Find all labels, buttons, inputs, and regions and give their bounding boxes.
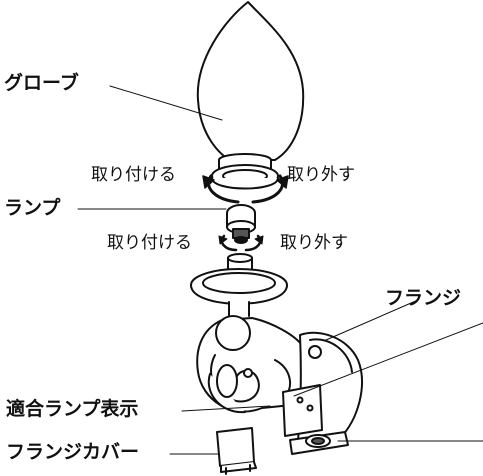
- lamp-label: ランプ: [4, 197, 61, 219]
- rotation-arrows-bottom: [218, 234, 264, 252]
- flange-cover-label: フランジカバー: [6, 441, 140, 463]
- flange-cover: [216, 427, 257, 475]
- globe: [196, 1, 305, 161]
- lamp-bulb: [226, 204, 256, 244]
- remove-label-bottom: 取り外す: [280, 233, 348, 253]
- globe-collar: [211, 153, 279, 190]
- socket-flange-disc: [190, 253, 288, 317]
- remove-label-top: 取り外す: [287, 165, 355, 185]
- flange-label: フランジ: [385, 287, 462, 309]
- attach-label-bottom: 取り付ける: [107, 233, 192, 253]
- attach-label-top: 取り付ける: [91, 165, 176, 185]
- globe-label: グローブ: [4, 72, 79, 94]
- leader-lines: [77, 85, 483, 455]
- lamp-indicator-label: 適合ランプ表示: [6, 398, 139, 420]
- rotation-arrows-top: [202, 174, 289, 204]
- arm-body: [196, 315, 310, 414]
